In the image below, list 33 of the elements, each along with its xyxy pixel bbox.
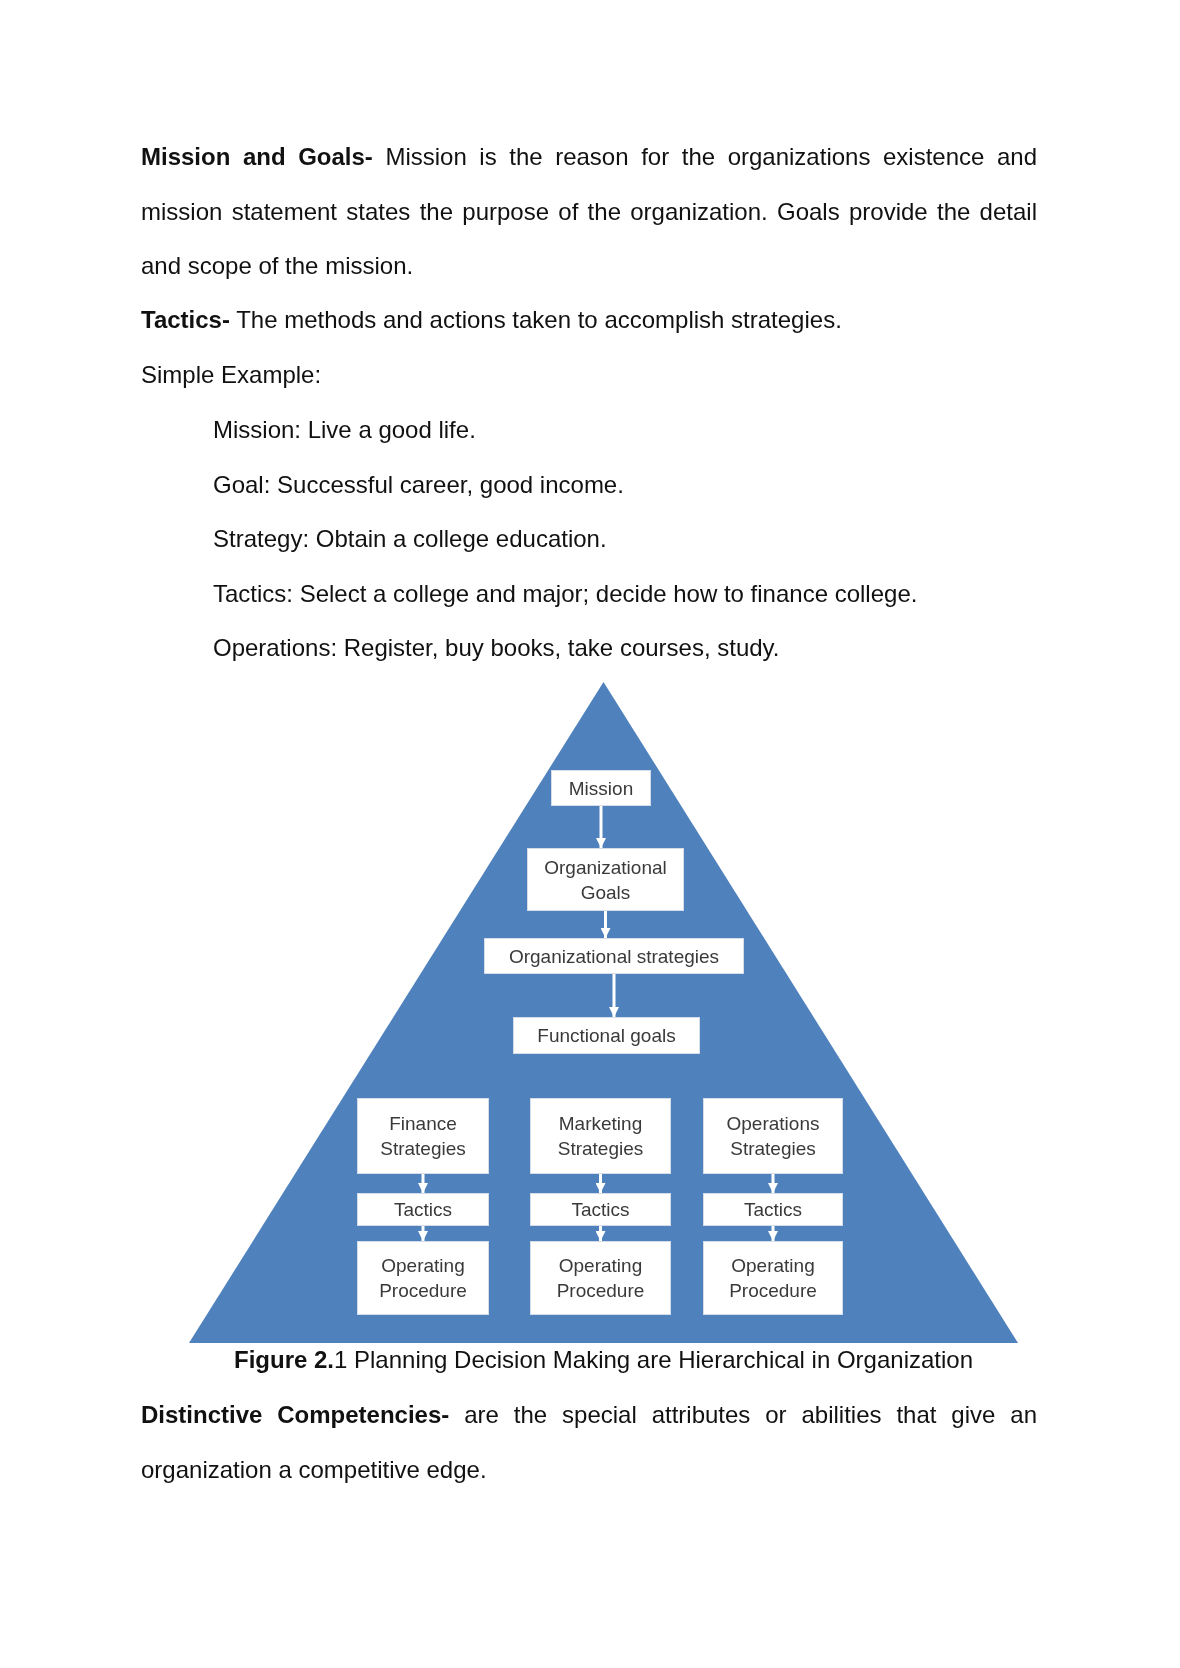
example-line: Operations: Register, buy books, take courses, study. — [213, 633, 780, 663]
arrow — [768, 1226, 778, 1241]
example-line: Strategy: Obtain a college education. — [213, 524, 607, 554]
text-box: Marketing Strategies — [530, 1098, 671, 1174]
example-line: Tactics: Select a college and major; decide how to finance college. — [213, 579, 918, 609]
example-line: Goal: Successful career, good income. — [213, 470, 624, 500]
text-box: Mission — [551, 770, 651, 806]
figure-caption: Figure 2.1 Planning Decision Making are Hierarchical in Organization — [234, 1346, 973, 1374]
text-box: Tactics — [357, 1193, 489, 1226]
text-box: Tactics — [703, 1193, 843, 1226]
body-paragraph: Distinctive Competencies- are the special attributes or abilities that give an organization a competitive edge. — [141, 1400, 1037, 1485]
text-box: Functional goals — [513, 1017, 700, 1054]
body-paragraph: Mission and Goals- Mission is the reason for the organizations existence and mission statement states the purpose of the organization. Goals provide the detail and scope of the mission. — [141, 142, 1037, 281]
text-box: Tactics — [530, 1193, 671, 1226]
arrow — [595, 1174, 606, 1193]
text-box: Finance Strategies — [357, 1098, 489, 1174]
body-text: Tactics- The methods and actions taken to accomplish strategies. — [141, 305, 842, 335]
arrow — [596, 806, 606, 848]
example-line: Mission: Live a good life. — [213, 415, 476, 445]
pyramid — [189, 682, 1018, 1343]
arrow — [418, 1226, 428, 1241]
text-box: Operating Procedure — [530, 1241, 671, 1315]
arrow — [600, 911, 611, 938]
text-box: Operations Strategies — [703, 1098, 843, 1174]
arrow — [768, 1174, 778, 1193]
text-box: Organizational Goals — [527, 848, 684, 911]
text-box: Operating Procedure — [703, 1241, 843, 1315]
body-text: Simple Example: — [141, 360, 322, 390]
text-box: Operating Procedure — [357, 1241, 489, 1315]
arrow — [595, 1226, 606, 1241]
arrow — [609, 974, 619, 1017]
arrow — [418, 1174, 428, 1193]
text-box: Organizational strategies — [484, 938, 744, 974]
